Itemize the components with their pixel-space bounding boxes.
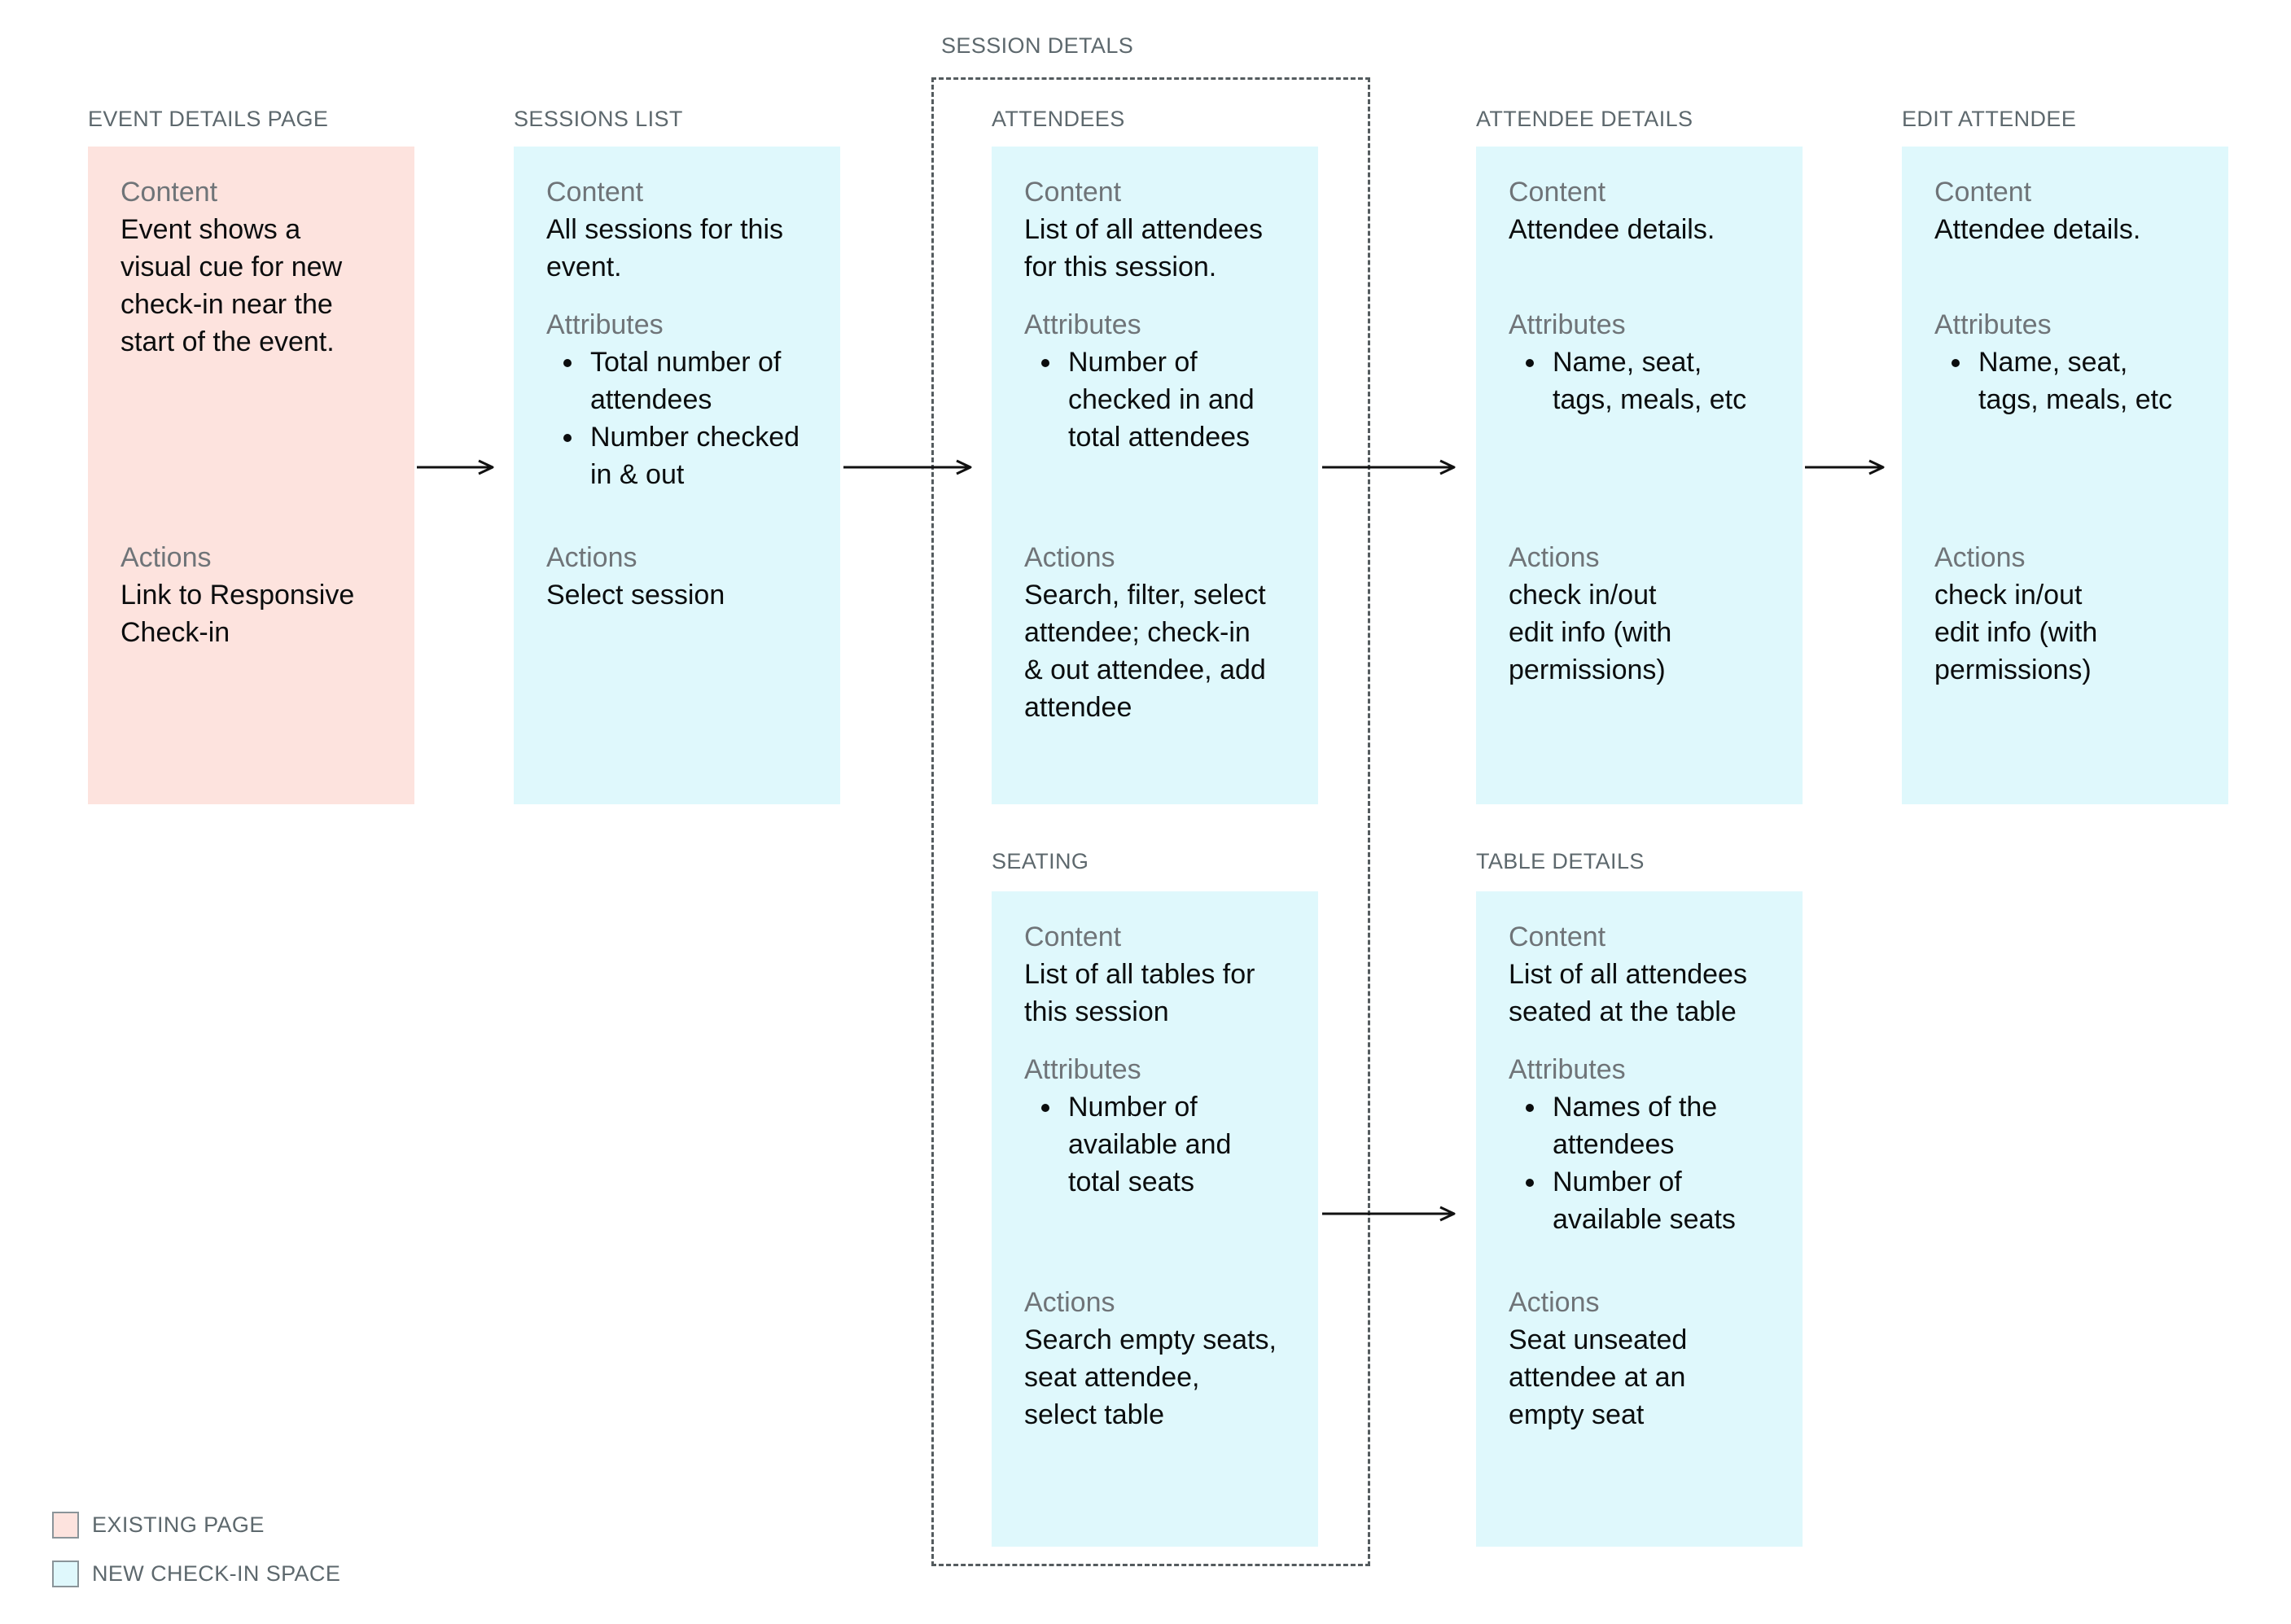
card-content-text: Event shows a visual cue for new check-i… xyxy=(120,214,343,357)
attribute-item: Total number of attendees xyxy=(585,344,830,418)
card-actions-text: Seat unseated attendee at an empty seat xyxy=(1509,1324,1688,1430)
card-content-text: List of all attendees seated at the tabl… xyxy=(1509,959,1747,1027)
attributes-list: Name, seat, tags, meals, etc xyxy=(1934,344,2219,418)
attributes-list: Number of available and total seats xyxy=(1024,1088,1308,1201)
session-details-group-label: SESSION DETALS xyxy=(941,33,1134,58)
section-label-content: Content xyxy=(546,177,644,208)
attribute-item: Name, seat, tags, meals, etc xyxy=(1973,344,2219,418)
attribute-item: Number of available and total seats xyxy=(1063,1088,1308,1201)
section-label-content: Content xyxy=(1934,177,2032,208)
section-label-content: Content xyxy=(1509,177,1606,208)
attribute-item: Number of available seats xyxy=(1548,1163,1793,1238)
attributes-list: Number of checked in and total attendees xyxy=(1024,344,1308,456)
attribute-item: Number of checked in and total attendees xyxy=(1063,344,1308,456)
section-label-content: Content xyxy=(1024,921,1122,952)
section-label-actions: Actions xyxy=(1509,542,1600,573)
section-label-attributes: Attributes xyxy=(1024,1054,1141,1085)
legend-item-new-checkin-space: NEW CHECK-IN SPACE xyxy=(52,1561,340,1587)
card-actions-text: check in/out edit info (with permissions… xyxy=(1509,580,1672,685)
column-header-table-details: TABLE DETAILS xyxy=(1476,849,1645,873)
section-label-attributes: Attributes xyxy=(1509,1054,1626,1085)
attribute-item: Names of the attendees xyxy=(1548,1088,1793,1163)
column-header-event-details-page: EVENT DETAILS PAGE xyxy=(88,107,329,131)
legend-label: EXISTING PAGE xyxy=(92,1512,265,1537)
card-actions-text: Link to Responsive Check-in xyxy=(120,580,355,648)
card-content-text: Attendee details. xyxy=(1934,214,2141,245)
section-label-actions: Actions xyxy=(1024,542,1115,573)
section-label-attributes: Attributes xyxy=(1934,309,2052,340)
section-label-content: Content xyxy=(1024,177,1122,208)
column-header-attendee-details: ATTENDEE DETAILS xyxy=(1476,107,1693,131)
card-seating: Content List of all tables for this sess… xyxy=(992,891,1318,1547)
card-actions-text: check in/out edit info (with permissions… xyxy=(1934,580,2098,685)
card-edit-attendee: Content Attendee details. Attributes Nam… xyxy=(1902,147,2228,804)
card-attendee-details: Content Attendee details. Attributes Nam… xyxy=(1476,147,1803,804)
section-label-attributes: Attributes xyxy=(1024,309,1141,340)
section-label-actions: Actions xyxy=(1509,1287,1600,1318)
column-header-edit-attendee: EDIT ATTENDEE xyxy=(1902,107,2077,131)
column-header-seating: SEATING xyxy=(992,849,1089,873)
card-content-text: List of all attendees for this session. xyxy=(1024,214,1263,282)
card-attendees: Content List of all attendees for this s… xyxy=(992,147,1318,804)
attributes-list: Names of the attendees Number of availab… xyxy=(1509,1088,1793,1238)
attributes-list: Total number of attendees Number checked… xyxy=(546,344,830,493)
card-actions-text: Select session xyxy=(546,580,725,611)
attribute-item: Number checked in & out xyxy=(585,418,830,493)
section-label-actions: Actions xyxy=(120,542,212,573)
card-actions-text: Search empty seats, seat attendee, selec… xyxy=(1024,1324,1277,1430)
section-label-content: Content xyxy=(120,177,218,208)
section-label-actions: Actions xyxy=(546,542,637,573)
card-content-text: Attendee details. xyxy=(1509,214,1715,245)
column-header-sessions-list: SESSIONS LIST xyxy=(514,107,683,131)
section-label-actions: Actions xyxy=(1024,1287,1115,1318)
attributes-list: Name, seat, tags, meals, etc xyxy=(1509,344,1793,418)
legend-item-existing-page: EXISTING PAGE xyxy=(52,1512,265,1539)
card-event-details-page: Content Event shows a visual cue for new… xyxy=(88,147,414,804)
card-table-details: Content List of all attendees seated at … xyxy=(1476,891,1803,1547)
legend-swatch-new-checkin-space xyxy=(52,1561,79,1587)
column-header-attendees: ATTENDEES xyxy=(992,107,1125,131)
card-content-text: List of all tables for this session xyxy=(1024,959,1255,1027)
section-label-attributes: Attributes xyxy=(1509,309,1626,340)
section-label-actions: Actions xyxy=(1934,542,2026,573)
legend-swatch-existing-page xyxy=(52,1512,79,1539)
legend-label: NEW CHECK-IN SPACE xyxy=(92,1561,341,1586)
card-content-text: All sessions for this event. xyxy=(546,214,783,282)
session-details-group-border xyxy=(931,77,1370,1566)
attribute-item: Name, seat, tags, meals, etc xyxy=(1548,344,1793,418)
card-sessions-list: Content All sessions for this event. Att… xyxy=(514,147,840,804)
card-actions-text: Search, filter, select attendee; check-i… xyxy=(1024,580,1266,723)
section-label-content: Content xyxy=(1509,921,1606,952)
section-label-attributes: Attributes xyxy=(546,309,664,340)
